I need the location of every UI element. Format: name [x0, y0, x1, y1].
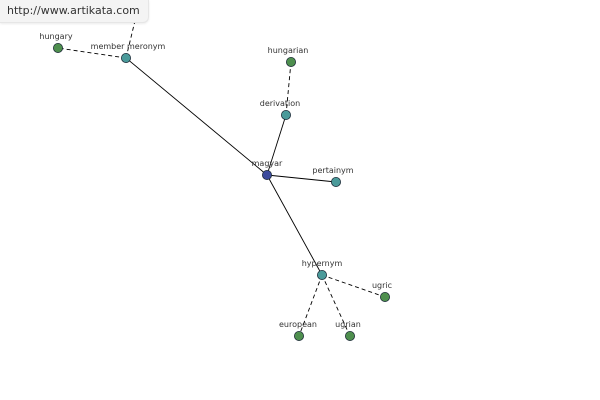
node-hungary[interactable]: hungary [39, 32, 73, 54]
node-ugric[interactable]: ugric [372, 281, 392, 302]
node-label-ugrian: ugrian [335, 320, 361, 329]
node-dot-ugrian[interactable] [344, 330, 355, 341]
node-member-meronym[interactable]: member meronym [91, 42, 166, 64]
node-label-magyar: magyar [252, 159, 283, 168]
node-derivation[interactable]: derivation [260, 99, 300, 121]
node-label-hypernym: hypernym [302, 259, 343, 268]
node-ugrian[interactable]: ugrian [335, 320, 361, 341]
node-label-hungarian: hungarian [268, 46, 309, 55]
edge-magyar-derivation [266, 114, 287, 176]
watermark-url[interactable]: http://www.artikata.com [0, 0, 149, 23]
node-label-derivation: derivation [260, 99, 300, 108]
edge-member-meronym-hungary [57, 47, 127, 59]
node-label-pertainym: pertainym [312, 166, 353, 175]
node-hungarian[interactable]: hungarian [268, 46, 309, 68]
node-dot-magyar[interactable] [261, 169, 272, 180]
node-dot-hungarian[interactable] [285, 57, 296, 68]
node-pertainym[interactable]: pertainym [312, 166, 354, 187]
node-dot-derivation[interactable] [280, 110, 291, 121]
edge-magyar-pertainym [266, 174, 337, 183]
node-magyar[interactable]: magyar [252, 159, 283, 180]
node-layer: magyar member meronym derivation pertainym h… [39, 32, 392, 341]
node-dot-european[interactable] [293, 330, 304, 341]
node-dot-hypernym[interactable] [316, 269, 327, 280]
edge-magyar-hypernym [266, 174, 323, 276]
node-european[interactable]: european [279, 320, 317, 341]
edge-hypernym-european [298, 274, 323, 337]
edge-magyar-member-meronym [125, 57, 268, 176]
edge-derivation-hungarian [285, 61, 292, 116]
node-label-hungary: hungary [39, 32, 72, 41]
node-label-ugric: ugric [372, 281, 392, 290]
node-dot-pertainym[interactable] [330, 176, 341, 187]
node-dot-hungary[interactable] [53, 43, 64, 54]
node-hypernym[interactable]: hypernym [302, 259, 343, 280]
node-dot-member-meronym[interactable] [121, 53, 132, 64]
node-dot-ugric[interactable] [379, 291, 390, 302]
node-label-european: european [279, 320, 317, 329]
node-label-member-meronym: member meronym [91, 42, 166, 51]
